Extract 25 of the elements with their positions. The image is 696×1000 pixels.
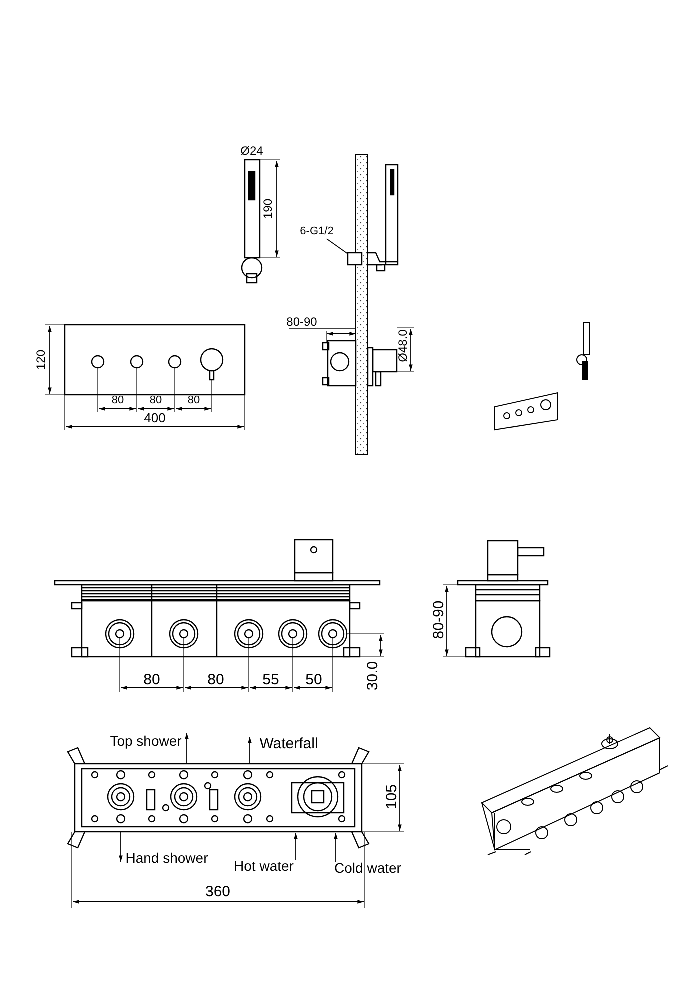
dimension-label: 400 <box>144 412 166 424</box>
inlet-label: Cold water <box>334 861 402 875</box>
dimension-label: Ø24 <box>240 145 264 157</box>
callout-label: 6-G1/2 <box>300 226 334 238</box>
dimension-label: 360 <box>205 884 231 900</box>
dimension-label: 80-90 <box>432 600 446 640</box>
dimension-label: 55 <box>262 672 280 688</box>
dimension-label: Ø48.0 <box>397 330 409 362</box>
dimension-label: 80 <box>150 396 162 406</box>
dimension-label: 80 <box>144 672 160 688</box>
dimension-label: 50 <box>306 672 322 688</box>
outlet-label: Waterfall <box>260 736 318 752</box>
wall-bracket <box>347 252 363 266</box>
leader-line <box>326 238 348 254</box>
dimension-label: 30.0 <box>366 661 380 691</box>
dimension-label: 105 <box>384 784 400 810</box>
dimension-label: 190 <box>262 198 274 220</box>
outlet-label: Hand shower <box>126 851 208 865</box>
dimension-label: 80 <box>112 396 124 406</box>
dimension-label: 80-90 <box>286 316 318 328</box>
outlet-label: Top shower <box>110 734 182 748</box>
dimension-label: 120 <box>35 350 47 370</box>
dimension-label: 80 <box>188 396 200 406</box>
dimension-label: 80 <box>208 672 224 688</box>
inlet-label: Hot water <box>234 859 294 873</box>
